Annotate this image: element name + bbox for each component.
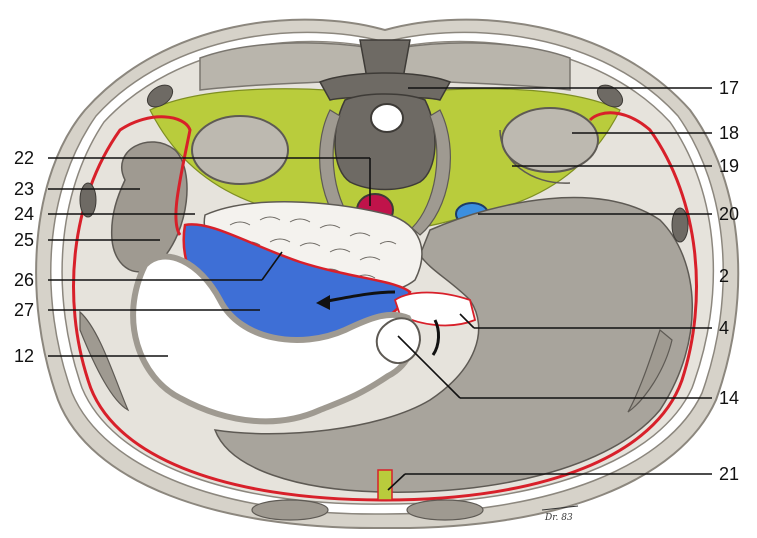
label-20: 20 (719, 204, 739, 224)
label-24: 24 (14, 204, 34, 224)
label-4: 4 (719, 318, 729, 338)
label-21: 21 (719, 464, 739, 484)
label-12: 12 (14, 346, 34, 366)
rib-right-mid (672, 208, 688, 242)
falciform-ligament (378, 470, 392, 500)
label-27: 27 (14, 300, 34, 320)
label-14: 14 (719, 388, 739, 408)
left-kidney (192, 116, 288, 184)
label-25: 25 (14, 230, 34, 250)
label-19: 19 (719, 156, 739, 176)
label-23: 23 (14, 179, 34, 199)
label-26: 26 (14, 270, 34, 290)
right-kidney (502, 108, 598, 172)
label-22: 22 (14, 148, 34, 168)
rectus-left (252, 500, 328, 520)
rib-left-mid (80, 183, 96, 217)
signature-text: Dr. 83 (544, 513, 573, 523)
label-17: 17 (719, 78, 739, 98)
spinal-canal (371, 104, 403, 132)
rectus-right (407, 500, 483, 520)
label-2: 2 (719, 266, 729, 286)
label-18: 18 (719, 123, 739, 143)
